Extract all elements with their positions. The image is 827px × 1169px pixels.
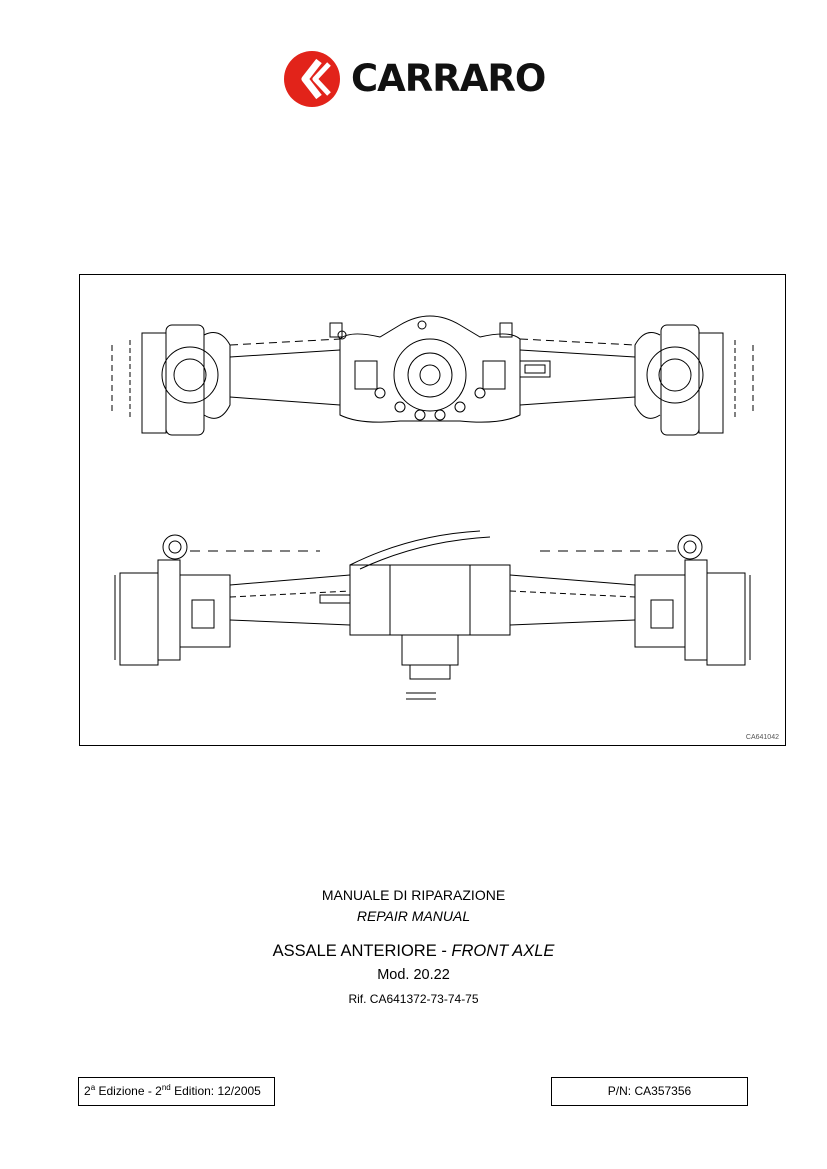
manual-title-en: REPAIR MANUAL (356, 908, 471, 924)
front-axle-drawing-icon (111, 315, 754, 700)
front-axle-top-view-drawing (111, 315, 754, 436)
axle-title-en: FRONT AXLE (451, 942, 555, 960)
part-number-box: P/N: CA357356 (551, 1077, 748, 1106)
axle-title-it: ASSALE ANTERIORE - (272, 942, 452, 960)
manual-title-it: MANUALE DI RIPARAZIONE (321, 887, 506, 903)
brand-name: CARRARO (351, 57, 546, 100)
model-label: Mod. 20.22 (377, 967, 450, 983)
carraro-logo-icon (284, 51, 340, 107)
axle-drawing-frame: CA641042 (79, 274, 786, 746)
carraro-logo: CARRARO (283, 50, 546, 108)
front-axle-rear-view-drawing (114, 530, 751, 700)
reference-label: Rif. CA641372-73-74-75 (348, 992, 479, 1006)
drawing-code: CA641042 (745, 734, 779, 741)
edition-box: 2a Edizione - 2nd Edition: 12/2005 (78, 1077, 275, 1106)
axle-title: ASSALE ANTERIORE - FRONT AXLE (0, 942, 827, 961)
